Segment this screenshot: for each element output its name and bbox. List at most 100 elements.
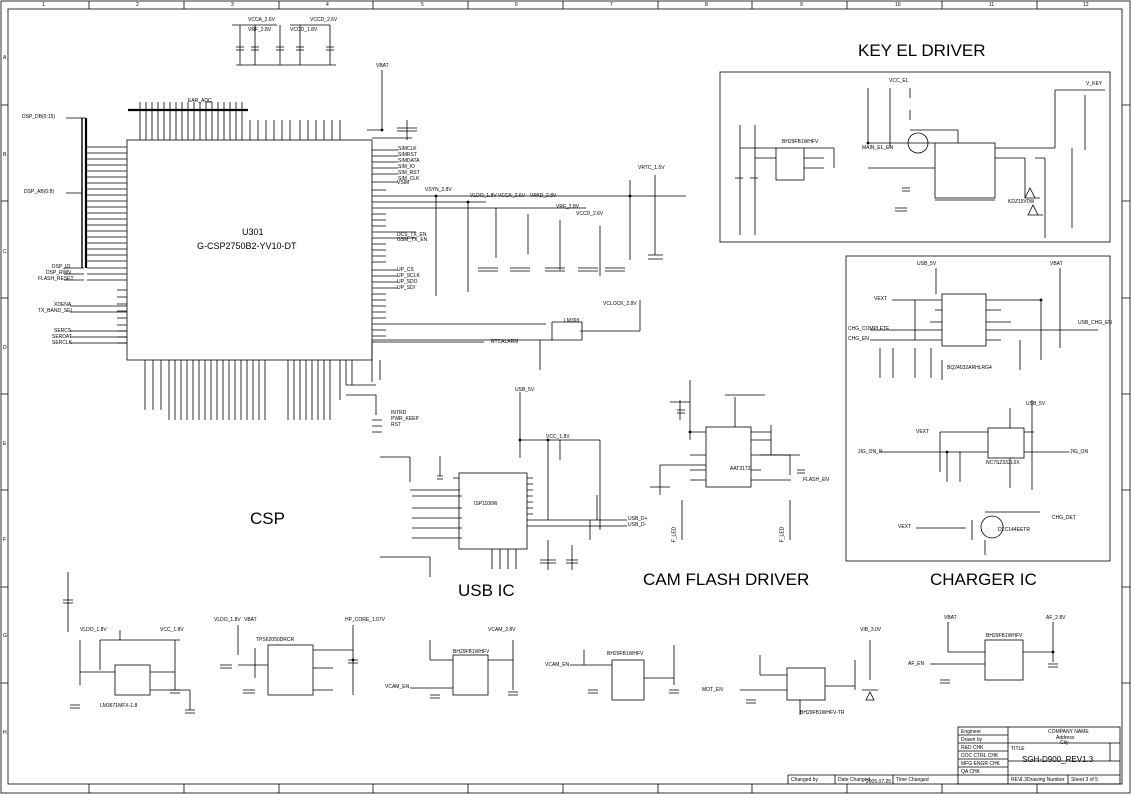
net-mot-en: MOT_EN	[702, 687, 723, 693]
net-vldo-b: VLDO_1.8V	[80, 627, 107, 633]
section-title-key-el: KEY EL DRIVER	[858, 41, 986, 60]
net-simclk: SIMCLK	[398, 146, 417, 152]
charger-panel	[845, 255, 1111, 562]
row-label: G	[3, 633, 7, 639]
net-chg-complete: CHG_COMPLETE	[848, 326, 890, 332]
tb-address: Address	[1056, 735, 1075, 741]
u301-ref: U301	[242, 227, 264, 237]
net-gsm-tx-en: GSM_TX_EN	[397, 237, 428, 243]
tb-company: COMPANY NAME	[1048, 729, 1089, 735]
net-vccd-csp: VCCD_2.6V	[576, 211, 604, 217]
net-main-el-en: MAIN_EL_EN	[862, 145, 894, 151]
col-label: 8	[705, 2, 708, 8]
net-vcam-en-a: VCAM_EN	[385, 684, 410, 690]
net-jig-on-p: JIG_ON_P	[858, 449, 883, 455]
u314-part: NC7SZ332L6X	[986, 460, 1020, 466]
row-label: A	[3, 55, 7, 61]
net-vcc-el: VCC_EL	[889, 78, 909, 84]
net-chg-det: CHG_DET	[1052, 515, 1076, 521]
tb-doc-ctrl: DOC CTRL CHK	[961, 753, 999, 759]
net-sim-rst: SIM_RST	[398, 170, 420, 176]
net-vclock: VCLOCK_2.8V	[603, 301, 637, 307]
net-xdena: XDENA	[54, 302, 72, 308]
net-vldo-c: VLDO_1.8V	[214, 617, 241, 623]
net-vsyn: VSYN_2.8V	[425, 187, 452, 193]
net-vrf-csp: VRF_2.8V	[556, 204, 580, 210]
net-vbat-b: VBAT	[244, 617, 257, 623]
net-pwr-keep: PWR_KEEP	[391, 416, 419, 422]
col-label: 1	[42, 2, 45, 8]
u303-part: BH29FB1WHFV	[453, 649, 490, 655]
tb-title: SGH-D900_REV1.3	[1022, 755, 1094, 764]
row-label: H	[3, 730, 7, 736]
net-usb-5v-b: USB_5V	[917, 261, 937, 267]
u301-part: G-CSP2750B2-YV10-DT	[197, 241, 297, 251]
net-jig-on: JIG_ON	[1070, 449, 1089, 455]
u304-part: ISP1106W	[474, 501, 498, 507]
tb-city: City	[1060, 740, 1069, 746]
net-vcca: VCCA_2.6V	[248, 17, 275, 23]
u314-body	[987, 427, 1025, 459]
u302-part: BH29FB1WHFV	[782, 139, 819, 145]
net-up-sclk: UP_SCLK	[397, 273, 420, 279]
net-usb-5v-a: USB_5V	[515, 387, 535, 393]
net-vcam-en-b: VCAM_EN	[545, 662, 570, 668]
u311-part: BH29FB1WHFV	[986, 633, 1023, 639]
u305-body	[611, 659, 645, 701]
net-dsp-ab: DSP_AB(0:8)	[24, 189, 55, 195]
col-label: 6	[515, 2, 518, 8]
net-vib: VIB_3.0V	[860, 627, 882, 633]
tb-engineer-label: Engineer	[961, 729, 982, 735]
net-vrf: VRF_2.8V	[248, 27, 272, 33]
tb-date-changed: Date Changed	[838, 777, 871, 783]
section-title-charger: CHARGER IC	[930, 570, 1037, 589]
u313-part: BQ24032ARHLRG4	[947, 365, 992, 371]
net-sim-clk: SIM_CLK	[398, 176, 420, 182]
row-label: B	[3, 152, 7, 158]
net-sim-io: SIM_IO	[398, 164, 415, 170]
u305-part: BH29FB1WHFV	[607, 651, 644, 657]
net-vbat-c: VBAT	[944, 615, 957, 621]
col-label: 3	[231, 2, 234, 8]
tb-drawn-label: Drawn by	[961, 737, 983, 743]
net-sercs: SERCS	[54, 328, 72, 334]
net-vcc-18-b: VCC_1.8V	[160, 627, 184, 633]
col-label: 7	[610, 2, 613, 8]
net-vccd: VCCD_2.6V	[310, 17, 338, 23]
tb-qa-chk: QA CHK	[961, 769, 980, 775]
tb-rev-label: REV	[1011, 777, 1022, 783]
q301-part: DTC144EETR	[998, 527, 1030, 533]
net-vcam: VCAM_2.8V	[488, 627, 516, 633]
tb-date: 2005.07.25	[866, 779, 892, 785]
net-af: AF_2.8V	[1046, 615, 1066, 621]
u309-body	[114, 664, 151, 696]
key-el-panel	[719, 71, 1111, 243]
u302-body	[775, 147, 805, 181]
u307-part: BH29FB1WHFV-TR	[800, 710, 845, 716]
net-simrst: SIMRST	[398, 152, 417, 158]
u310-part: AAT3172	[730, 466, 751, 472]
col-label: 9	[800, 2, 803, 8]
net-rtcalarm: RTCALARM	[491, 339, 519, 345]
col-label: 5	[421, 2, 424, 8]
net-usb-dp: USB_D+	[628, 516, 648, 522]
net-dcs-tx-en: DCS_TX_EN	[397, 232, 427, 238]
net-f-led-b: F_LED	[779, 526, 786, 543]
net-v-key: V_KEY	[1086, 81, 1103, 87]
net-vext-c: VEXT	[898, 524, 912, 530]
row-label: D	[3, 345, 7, 351]
net-hp-core: HP_CORE_1.07V	[345, 617, 386, 623]
col-label: 12	[1083, 2, 1089, 8]
tb-sheet: Sheet 3 of 5	[1071, 777, 1098, 783]
net-serclk: SERCLK	[52, 340, 73, 346]
u306-body	[267, 644, 314, 696]
net-up-cs: UP_CS	[397, 267, 414, 273]
u313-body	[941, 293, 987, 347]
net-up-sdi: UP_SDI	[397, 285, 416, 291]
net-dsp-rwn: DSP_RWN	[46, 270, 71, 276]
tb-rd-chk: R&D CHK	[961, 745, 984, 751]
net-vsim: VSIM	[397, 180, 410, 186]
u303-body	[452, 654, 489, 696]
net-chg-en: CHG_EN	[848, 336, 869, 342]
